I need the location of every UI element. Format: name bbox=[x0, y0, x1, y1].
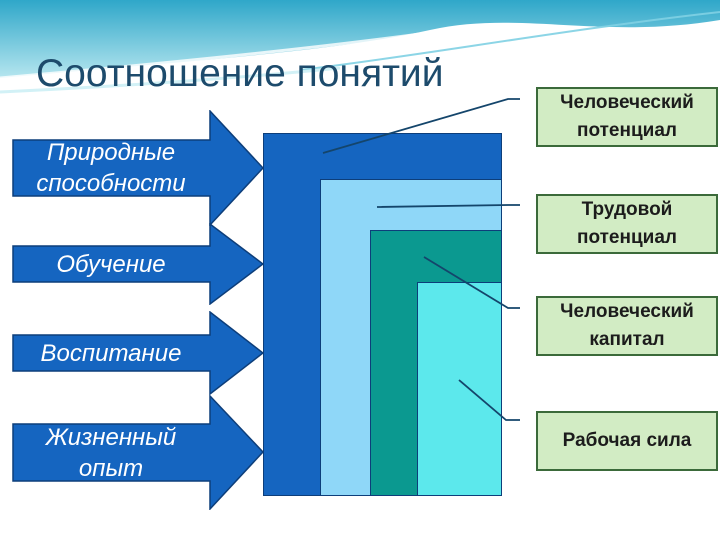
concept-box-human-capital: Человеческий капитал bbox=[536, 296, 718, 356]
factor-arrow-education: Обучение bbox=[12, 223, 264, 305]
concept-label: Человеческий потенциал bbox=[560, 92, 694, 141]
slide-title: Соотношение понятий bbox=[36, 52, 444, 95]
arrow-shape-icon bbox=[12, 223, 264, 305]
arrow-shape-icon bbox=[12, 311, 264, 395]
concept-label: Рабочая сила bbox=[562, 430, 692, 451]
layer-labor-force bbox=[417, 282, 502, 496]
decorative-wave-background bbox=[0, 0, 720, 94]
factor-label: Воспитание bbox=[40, 339, 182, 367]
concept-label: Трудовой потенциал bbox=[577, 199, 677, 248]
concept-box-labor-potential: Трудовой потенциал bbox=[536, 194, 718, 254]
factor-label: Природные способности bbox=[36, 139, 186, 197]
concept-label: Человеческий капитал bbox=[560, 301, 694, 350]
factor-label: Обучение bbox=[56, 250, 166, 278]
factor-arrow-natural-abilities: Природные способности bbox=[12, 110, 264, 226]
factor-arrow-upbringing: Воспитание bbox=[12, 311, 264, 395]
concept-box-labor-force: Рабочая сила bbox=[536, 411, 718, 471]
concept-box-human-potential: Человеческий потенциал bbox=[536, 87, 718, 147]
factor-arrow-life-experience: Жизненный опыт bbox=[12, 395, 264, 510]
factor-label: Жизненный опыт bbox=[45, 423, 177, 482]
arrow-shape-icon bbox=[12, 395, 264, 510]
arrow-shape-icon bbox=[12, 110, 264, 226]
